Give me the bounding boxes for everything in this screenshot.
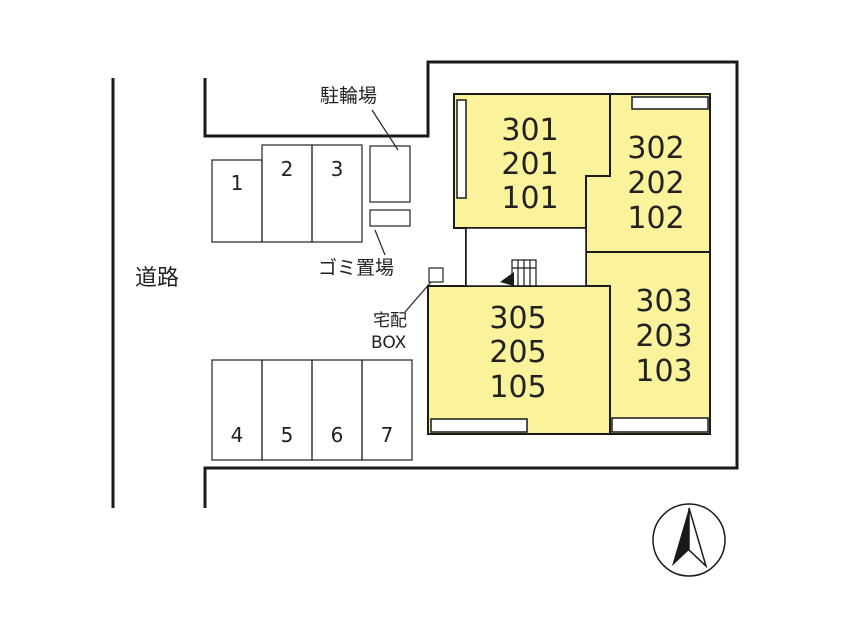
bicycle-parking <box>369 145 411 203</box>
garbage-label: ゴミ置場 <box>318 257 394 279</box>
unit-number: 202 <box>627 166 684 201</box>
parking-number: 2 <box>281 157 294 181</box>
stairwell <box>465 227 587 287</box>
delivery-box-leader <box>404 281 432 313</box>
bicycle-parking-label: 駐輪場 <box>320 85 377 107</box>
unit-number: 203 <box>635 319 692 354</box>
unit-number: 103 <box>635 354 692 389</box>
parking-number: 6 <box>331 423 344 447</box>
unit-number: 302 <box>627 131 684 166</box>
road-label: 道路 <box>135 266 179 291</box>
balcony-c <box>430 418 528 433</box>
delivery-box-label: 宅配 <box>373 311 407 331</box>
unit-number: 205 <box>489 335 546 370</box>
unit-number: 105 <box>489 370 546 405</box>
delivery-box-label: BOX <box>371 333 407 353</box>
parking-number: 4 <box>231 423 244 447</box>
parking-number: 3 <box>331 157 344 181</box>
unit-number: 201 <box>501 147 558 182</box>
stairs-icon <box>511 259 537 287</box>
unit-number: 101 <box>501 181 558 216</box>
parking-number: 7 <box>381 423 394 447</box>
balcony-a <box>456 99 467 199</box>
bicycle-parking-leader <box>371 109 399 151</box>
unit-number: 301 <box>501 113 558 148</box>
garbage-leader <box>374 229 386 256</box>
garbage-area <box>369 209 411 227</box>
north-arrow-icon <box>652 503 726 577</box>
delivery-box <box>428 267 444 283</box>
balcony-b <box>631 96 709 110</box>
stair-arrow-icon <box>500 272 514 286</box>
unit-number: 102 <box>627 201 684 236</box>
parking-number: 5 <box>281 423 294 447</box>
parking-space-7 <box>361 359 413 461</box>
site-boundary <box>203 60 739 508</box>
balcony-d <box>611 417 709 433</box>
unit-number: 303 <box>635 284 692 319</box>
parking-number: 1 <box>231 171 244 195</box>
unit-number: 305 <box>489 301 546 336</box>
parking-space-3 <box>311 144 363 243</box>
